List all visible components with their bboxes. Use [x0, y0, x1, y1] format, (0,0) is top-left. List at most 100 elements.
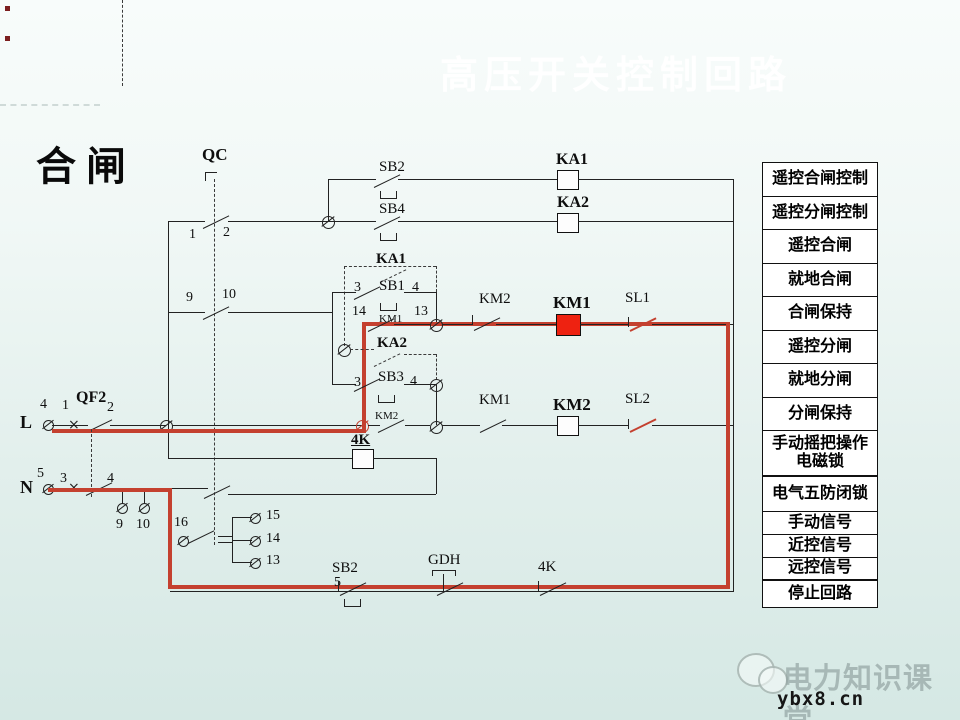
terminal-number: 13: [414, 304, 428, 319]
wire-segment: [405, 425, 430, 426]
terminal-number: 9: [116, 517, 123, 532]
ka1-dashed-box: [436, 266, 437, 292]
annotation-item: 电气五防闭锁: [763, 477, 877, 512]
terminal-number: 13: [266, 553, 280, 568]
highlight-path: [168, 488, 172, 589]
wire-segment: [332, 384, 356, 385]
wire-segment: [228, 312, 332, 313]
wire-segment: [232, 562, 252, 563]
wire-segment: [168, 458, 353, 459]
artifact-ghost-line: [0, 104, 100, 106]
terminal-number: 16: [174, 515, 188, 530]
wire-segment: [733, 179, 734, 592]
4k-bottom-tick: [538, 581, 539, 591]
wire-segment: [398, 179, 558, 180]
terminal-number: 5: [334, 575, 341, 590]
ka1-box-label: KA1: [376, 251, 406, 267]
terminal-number: 10: [222, 287, 236, 302]
ka1-dashed-box: [344, 266, 436, 267]
km2-nc-tick: [472, 315, 473, 325]
wire-segment: [232, 540, 252, 541]
sb2-bottom-pushbutton-icon: [344, 599, 361, 607]
terminal-number: 14: [266, 531, 280, 546]
4k-contact-label: 4K: [538, 559, 557, 575]
terminal-number: 4: [410, 374, 417, 389]
km2-nc-label: KM2: [479, 291, 511, 307]
terminal-number: 4: [40, 397, 47, 412]
wire-segment: [442, 425, 480, 426]
wire-segment: [436, 384, 437, 425]
wire-segment: [110, 425, 166, 426]
highlight-path: [726, 322, 730, 588]
wire-segment: [228, 494, 436, 495]
terminal-9: [117, 503, 128, 514]
annotation-item: 遥控分闸控制: [763, 197, 877, 230]
artifact-speck: [5, 6, 10, 11]
wire-segment: [122, 492, 123, 504]
wire-segment: [232, 517, 233, 562]
sb3-pushbutton-icon: [378, 395, 395, 403]
wire-segment: [168, 221, 205, 222]
annotation-item: 合闸保持: [763, 297, 877, 331]
line-l-label: L: [20, 412, 33, 432]
km1-aux-label: KM1: [379, 313, 403, 325]
km2-aux-label: KM2: [375, 410, 399, 422]
sb1-pushbutton-icon: [380, 303, 397, 311]
km2-coil: [557, 416, 579, 436]
wire-segment: [332, 292, 356, 293]
wire-segment: [168, 221, 169, 459]
terminal-number: 2: [223, 225, 230, 240]
annotation-item: 手动摇把操作电磁锁: [763, 431, 877, 477]
gdh-symbol: [432, 570, 456, 576]
ka1-dashed-box: [344, 266, 345, 346]
wire-segment: [652, 324, 733, 325]
sl2-tick: [628, 419, 629, 429]
wire-segment: [404, 292, 436, 293]
wire-segment: [168, 312, 205, 313]
junction-node: [338, 344, 351, 357]
terminal-16: [178, 536, 189, 547]
sb1-label: SB1: [379, 278, 405, 294]
qf2-mechanical-link: [91, 429, 92, 497]
gdh-label: GDH: [428, 552, 461, 568]
annotation-item: 遥控合闸: [763, 230, 877, 264]
annotation-item: 就地合闸: [763, 264, 877, 297]
terminal-14: [250, 536, 261, 547]
ka2-coil: [557, 213, 579, 233]
annotation-item: 分闸保持: [763, 398, 877, 431]
wire-segment: [52, 425, 88, 426]
ka2-box-label: KA2: [377, 335, 407, 351]
annotation-item: 停止回路: [763, 581, 877, 607]
junction-node: [430, 421, 443, 434]
km1-coil-energized: [556, 314, 581, 336]
ka2-aux-contact: [373, 353, 401, 367]
ka1-coil: [557, 170, 579, 190]
sl1-tick: [628, 317, 629, 327]
wire-segment: [144, 492, 145, 504]
section-heading-closing: 合闸: [36, 144, 136, 189]
sb4-pushbutton-icon: [380, 233, 397, 241]
wire-segment: [652, 425, 733, 426]
wire-segment: [580, 324, 628, 325]
wire-segment: [578, 425, 628, 426]
mascot-icon: [758, 666, 788, 694]
qf2-label: QF2: [76, 389, 107, 406]
wire-segment: [218, 542, 232, 543]
km1-no-contact: [479, 419, 507, 433]
wire-segment: [328, 179, 376, 180]
wire-segment: [394, 324, 430, 325]
sb3-label: SB3: [378, 369, 404, 385]
sb4-contact: [373, 216, 401, 230]
highlight-path: [362, 322, 728, 326]
watermark-brand: 电力知识课堂: [783, 663, 934, 720]
junction-node: [322, 216, 335, 229]
annotation-item: 手动信号: [763, 512, 877, 535]
terminal-number: 1: [62, 398, 69, 413]
sl1-label: SL1: [625, 290, 651, 306]
wire-segment: [442, 324, 472, 325]
sb2-label: SB2: [379, 159, 405, 175]
qf2-breaker-mark: ×: [68, 417, 80, 433]
terminal-number: 5: [37, 466, 44, 481]
terminal-number: 1: [189, 227, 196, 242]
ka2-dashed-link: [350, 349, 374, 350]
